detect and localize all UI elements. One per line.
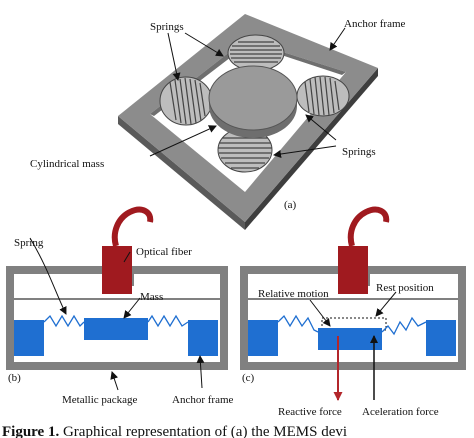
caption-prefix: Figure 1. xyxy=(2,424,59,438)
panel-b-cross-section-rest: Spring Optical fiber Mass (b) Metallic p… xyxy=(6,206,234,406)
anchor-frame-left-c xyxy=(248,320,278,356)
figure-caption: Figure 1. Graphical representation of (a… xyxy=(2,424,347,438)
optical-fiber-cable xyxy=(111,206,154,247)
optical-fiber-head xyxy=(102,246,132,294)
panel-c-cross-section-displaced: Relative motion Rest position (c) Reacti… xyxy=(240,206,466,418)
spring-right-b xyxy=(147,314,189,328)
mass-c xyxy=(318,328,382,350)
label-mass-b: Mass xyxy=(140,291,163,303)
label-panel-b: (b) xyxy=(8,372,21,384)
label-springs-right: Springs xyxy=(342,146,376,158)
spring-right-c xyxy=(381,316,427,336)
spring-top xyxy=(227,34,285,72)
spring-left-b xyxy=(43,314,85,328)
frame-side-left xyxy=(118,116,245,230)
label-panel-c: (c) xyxy=(242,372,255,384)
label-anchor-frame-b: Anchor frame xyxy=(172,394,234,406)
label-panel-a: (a) xyxy=(284,199,297,211)
spring-left xyxy=(159,76,213,126)
label-anchor-frame-top: Anchor frame xyxy=(344,18,406,30)
label-relative-motion: Relative motion xyxy=(258,288,329,300)
panel-a-mems-device: Springs Anchor frame Cylindrical mass Sp… xyxy=(30,14,406,230)
cylindrical-mass xyxy=(208,65,298,138)
label-springs-top: Springs xyxy=(150,21,184,33)
label-optical-fiber: Optical fiber xyxy=(136,246,192,258)
spring-left-c xyxy=(277,314,319,333)
caption-text: Graphical representation of (a) the MEMS… xyxy=(59,424,347,438)
label-cylindrical-mass: Cylindrical mass xyxy=(30,158,104,170)
frame-side-right xyxy=(245,68,378,230)
label-metallic-package: Metallic package xyxy=(62,394,138,406)
spring-right xyxy=(296,75,350,117)
label-acceleration-force: Aceleration force xyxy=(362,406,439,418)
label-spring-b: Spring xyxy=(14,237,44,249)
optical-fiber-head-c xyxy=(338,246,368,294)
anchor-frame-left-b xyxy=(14,320,44,356)
anchor-frame-right-c xyxy=(426,320,456,356)
label-rest-position: Rest position xyxy=(376,282,434,294)
spring-bottom xyxy=(217,127,273,173)
mass-b xyxy=(84,318,148,340)
anchor-frame-right-b xyxy=(188,320,218,356)
optical-fiber-cable-c xyxy=(347,206,390,247)
label-reactive-force: Reactive force xyxy=(278,406,342,418)
